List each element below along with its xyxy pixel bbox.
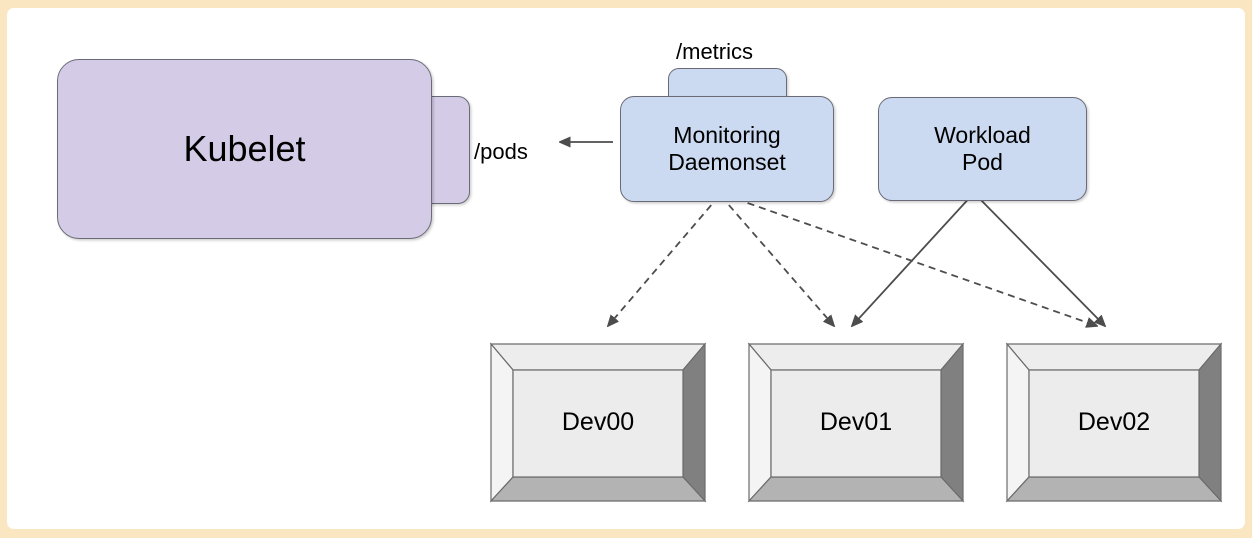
- node-device-dev02-label: Dev02: [1077, 408, 1151, 436]
- edge-monitoring-to-dev02: [724, 194, 1097, 326]
- edge-workload-to-dev02: [974, 193, 1105, 326]
- node-device-dev01-label: Dev01: [819, 408, 893, 436]
- dev02-bevel-shape: [1005, 342, 1223, 503]
- node-workload-label-line2: Pod: [962, 149, 1003, 175]
- node-device-dev00[interactable]: Dev00: [489, 342, 707, 503]
- node-device-dev00-label: Dev00: [561, 408, 635, 436]
- node-workload-pod-label: Workload Pod: [934, 122, 1031, 176]
- dev01-bevel-shape: [747, 342, 965, 503]
- node-monitoring-daemonset[interactable]: Monitoring Daemonset: [620, 96, 834, 202]
- edge-monitoring-to-dev00: [608, 195, 720, 326]
- node-workload-pod[interactable]: Workload Pod: [878, 97, 1087, 201]
- node-device-dev01[interactable]: Dev01: [747, 342, 965, 503]
- label-metrics-endpoint: /metrics: [676, 39, 753, 64]
- label-pods-endpoint: /pods: [474, 139, 528, 164]
- node-kubelet-label: Kubelet: [183, 127, 306, 169]
- node-monitoring-daemonset-label: Monitoring Daemonset: [668, 122, 786, 176]
- edge-workload-to-dev01: [852, 193, 974, 326]
- node-device-dev02[interactable]: Dev02: [1005, 342, 1223, 503]
- node-monitoring-label-line1: Monitoring: [673, 121, 781, 148]
- node-workload-label-line1: Workload: [934, 121, 1031, 148]
- edge-monitoring-to-dev01: [720, 195, 834, 326]
- diagram-canvas: Kubelet /pods /metrics Monitoring Daemon…: [7, 8, 1245, 529]
- node-kubelet[interactable]: Kubelet: [57, 59, 432, 239]
- dev00-bevel-shape: [489, 342, 707, 503]
- node-monitoring-label-line2: Daemonset: [668, 149, 786, 175]
